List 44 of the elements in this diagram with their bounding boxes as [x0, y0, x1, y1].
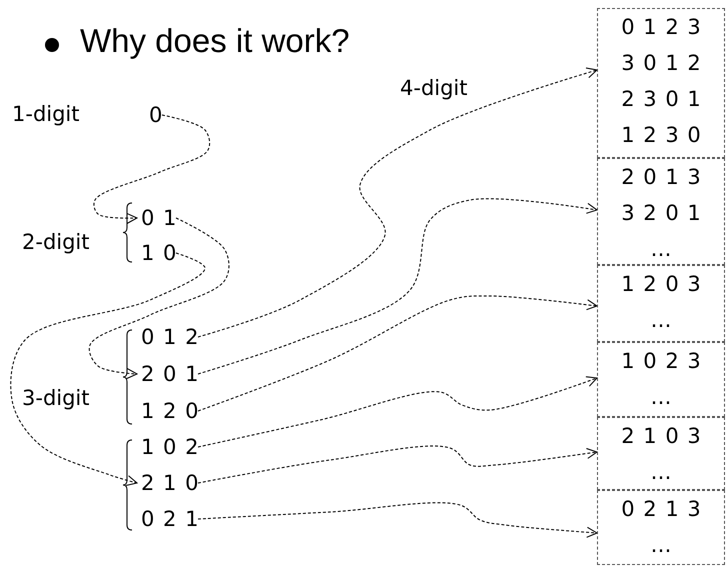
dashed-box: [597, 158, 725, 265]
permutation: 1 2 0 3: [621, 271, 701, 298]
ellipsis: …: [650, 384, 672, 411]
digit-label: 4-digit: [400, 76, 468, 100]
dashed-arrow: [88, 218, 230, 379]
dashed-box: [597, 417, 725, 490]
dashed-arrow: [198, 68, 598, 338]
permutation: 0 1: [137, 205, 176, 231]
ellipsis: …: [650, 236, 672, 263]
title: Why does it work?: [80, 22, 350, 60]
permutation: 2 1 0 3: [621, 423, 701, 450]
dashed-box: [597, 8, 725, 158]
dashed-arrow: [198, 376, 598, 448]
digit-label: 3-digit: [22, 386, 90, 410]
permutation: 3 0 1 2: [621, 50, 701, 77]
permutation: 1 2 0: [137, 398, 198, 424]
dashed-arrow: [198, 295, 598, 412]
permutation: 2 0 1: [137, 361, 198, 387]
permutation: 2 0 1 3: [621, 164, 701, 191]
dashed-box: [597, 490, 725, 565]
dashed-arrow: [93, 114, 210, 224]
permutation: 0: [145, 102, 162, 128]
dashed-arrow: [10, 252, 206, 486]
permutation: 1 2 3 0: [621, 122, 701, 149]
permutation: 0 2 1 3: [621, 496, 701, 523]
digit-label: 2-digit: [22, 230, 90, 254]
permutation: 2 1 0: [137, 470, 198, 496]
permutation: 1 0: [137, 240, 176, 266]
dashed-box: [597, 342, 725, 417]
dashed-arrow: [198, 198, 598, 374]
permutation: 1 0 2: [137, 434, 198, 460]
dashed-arrow: [198, 446, 598, 484]
permutation: 0 2 1: [137, 506, 198, 532]
ellipsis: …: [650, 307, 672, 334]
ellipsis: …: [650, 532, 672, 559]
dashed-box: [597, 265, 725, 342]
ellipsis: …: [650, 459, 672, 486]
permutation: 2 3 0 1: [621, 86, 701, 113]
permutation: 0 1 2 3: [621, 14, 701, 41]
permutation: 0 1 2: [137, 324, 198, 350]
digit-label: 1-digit: [12, 102, 80, 126]
permutation: 3 2 0 1: [621, 200, 701, 227]
permutation: 1 0 2 3: [621, 348, 701, 375]
dashed-arrow: [198, 502, 598, 538]
